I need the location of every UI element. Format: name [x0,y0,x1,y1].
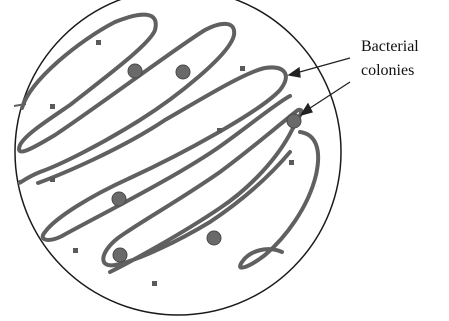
small-colony-speck [289,160,294,165]
small-colony-speck [50,177,55,182]
bacterial-colony [207,231,221,245]
bacterial-colony [176,65,190,79]
pointer-arrow-upper [296,58,350,73]
bacterial-colony [287,114,301,128]
pointer-arrow-lower [307,82,350,110]
small-colony-speck [152,281,157,286]
pointer-arrowhead-upper [289,68,300,77]
annotation-label-line-2: colonies [361,60,414,82]
small-colony-speck [96,40,101,45]
small-colony-speck [50,104,55,109]
small-colony-speck [240,66,245,71]
small-colony-speck [217,128,222,133]
bacterial-colony [113,248,127,262]
annotation-label-line-1: Bacterial [361,36,419,58]
bacterial-colony [112,192,126,206]
small-colony-speck [73,248,78,253]
streak-line-2 [38,67,290,239]
bacterial-colony [128,64,142,78]
